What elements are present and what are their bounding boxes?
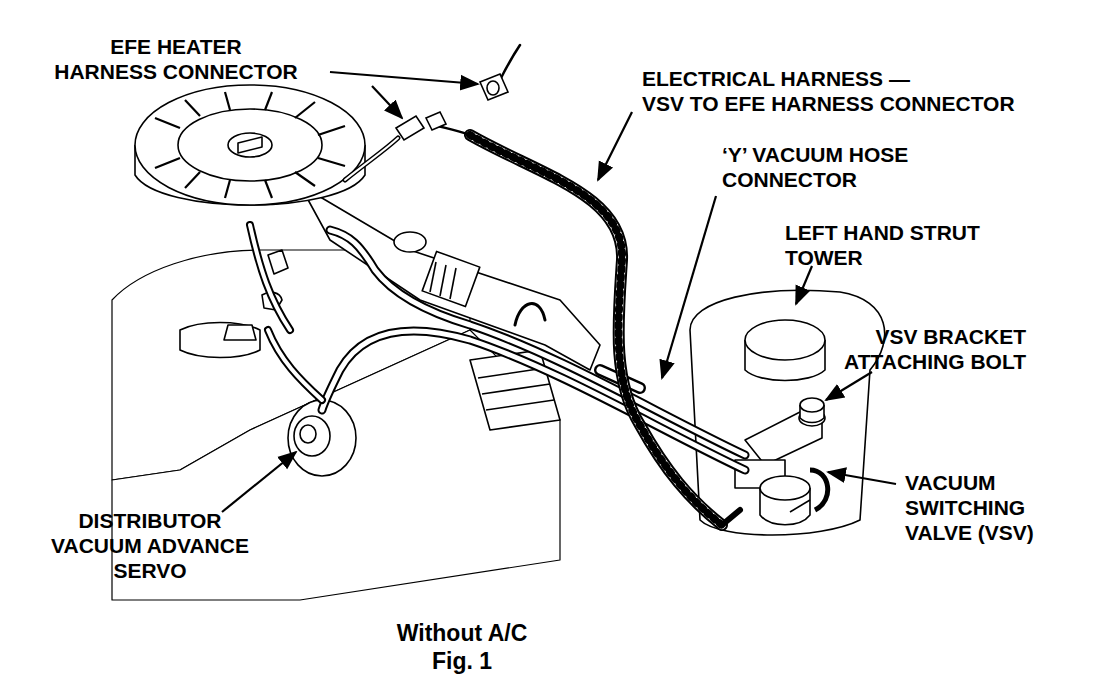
figure-caption: Without A/C (397, 620, 528, 647)
vsv-callout: VACUUM SWITCHING VALVE (VSV) (905, 470, 1034, 545)
strut-tower-callout: LEFT HAND STRUT TOWER (785, 220, 980, 270)
bolt-callout: VSV BRACKET ATTACHING BOLT (844, 324, 1026, 374)
hose-connector-callout: ‘Y’ VACUUM HOSE CONNECTOR (722, 142, 908, 192)
servo-callout: DISTRIBUTOR VACUUM ADVANCE SERVO (51, 508, 249, 583)
harness-callout: ELECTRICAL HARNESS — VSV TO EFE HARNESS … (642, 66, 1015, 116)
connector-callout: EFE HEATER HARNESS CONNECTOR (54, 34, 297, 84)
figure-number: Fig. 1 (432, 648, 492, 675)
